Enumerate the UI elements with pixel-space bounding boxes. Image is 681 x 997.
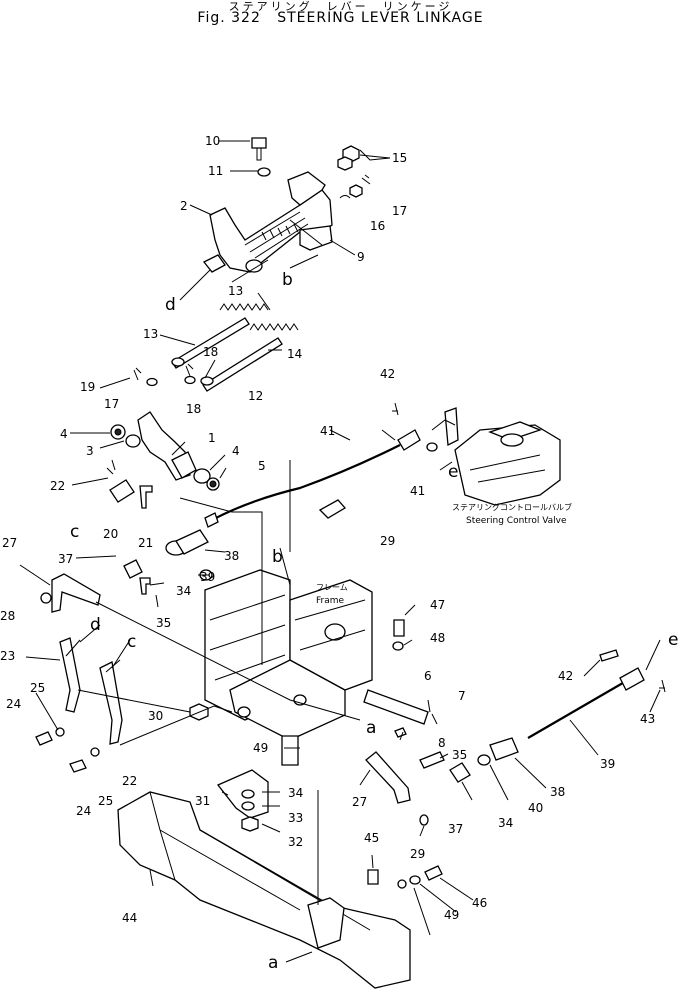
part-label-40: 41 xyxy=(320,424,335,438)
ref-letter-d-lower: d xyxy=(90,615,101,635)
part-label-26b: 27 xyxy=(352,795,367,809)
bolt-28 xyxy=(318,499,347,519)
part-label-18a: 18 xyxy=(203,345,218,359)
part-label-34b: 34 xyxy=(498,816,513,830)
figure-title-japanese: ステアリング レバー リンケージ xyxy=(228,0,453,13)
part-label-47b: 49 xyxy=(444,908,459,922)
lever-bracket-assembly xyxy=(202,137,371,273)
part-label-1: 1 xyxy=(208,431,216,445)
ref-letter-b-mid: b xyxy=(272,547,283,567)
part-label-45: 46 xyxy=(472,896,487,910)
part-label-44: 45 xyxy=(364,831,379,845)
part-label-12: 13 xyxy=(143,327,158,341)
part-label-32: 33 xyxy=(288,811,303,825)
part-label-14: 15 xyxy=(392,151,407,165)
part-label-46: 47 xyxy=(430,598,445,612)
part-label-34a: 34 xyxy=(176,584,191,598)
part-label-28: 29 xyxy=(380,534,395,548)
frame-bracket xyxy=(204,569,373,741)
reference-letters: d b c b e d c a e a xyxy=(70,270,678,973)
part-label-41b: 42 xyxy=(558,669,573,683)
part-label-38a: 39 xyxy=(200,570,215,584)
part-label-29: 30 xyxy=(148,709,163,723)
part-label-6: 7 xyxy=(458,689,466,703)
ref-letter-c-top: c xyxy=(70,522,79,542)
part-label-27a: 28 xyxy=(0,609,15,623)
part-label-22: 22 xyxy=(122,774,137,788)
part-label-47a: 48 xyxy=(430,631,445,645)
part-label-17b: 18 xyxy=(186,402,201,416)
part-label-25b: 25 xyxy=(98,794,113,808)
part-label-10: 11 xyxy=(208,164,223,178)
part-label-19: 20 xyxy=(103,527,118,541)
lever-and-bushings xyxy=(106,411,220,509)
figure-title-english: Fig. 322 STEERING LEVER LINKAGE xyxy=(197,10,484,26)
right-levers xyxy=(365,727,519,826)
part-label-3a: 3 xyxy=(86,444,94,458)
control-cable xyxy=(204,402,438,528)
part-label-16: 17 xyxy=(392,204,407,218)
frame-label-jp: フレーム xyxy=(316,583,348,592)
part-label-24a: 24 xyxy=(6,697,21,711)
part-label-27b: 29 xyxy=(410,847,425,861)
ref-letter-d-top: d xyxy=(165,295,176,315)
ref-letter-e-valve: e xyxy=(448,462,458,482)
part-label-23: 23 xyxy=(0,649,15,663)
part-label-31: 32 xyxy=(288,835,303,849)
part-label-42b: 43 xyxy=(640,712,655,726)
rod-39 xyxy=(527,649,666,739)
part-label-7: 8 xyxy=(438,736,446,750)
part-label-20: 21 xyxy=(138,536,153,550)
ref-letter-c-lower: c xyxy=(127,632,136,652)
part-label-5: 6 xyxy=(424,669,432,683)
part-label-49: 49 xyxy=(253,741,268,755)
part-label-25a: 25 xyxy=(30,681,45,695)
part-label-13a: 13 xyxy=(228,284,243,298)
left-levers xyxy=(51,529,213,745)
part-label-3b: 4 xyxy=(232,444,240,458)
part-label-38b: 40 xyxy=(528,801,543,815)
leader-lines xyxy=(19,140,661,936)
part-label-18b: 19 xyxy=(80,380,95,394)
valve-label-jp: ステアリングコントロールバルブ xyxy=(452,502,572,512)
part-label-9: 10 xyxy=(205,134,220,148)
part-number-labels: 10 11 15 17 16 2 9 13 13 14 18 19 17 18 … xyxy=(0,134,655,925)
ref-letter-a-bottom: a xyxy=(268,953,278,973)
part-label-42a: 42 xyxy=(380,367,395,381)
part-label-36a: 37 xyxy=(58,552,73,566)
part-label-8: 9 xyxy=(357,250,365,264)
part-label-13b: 14 xyxy=(287,347,302,361)
part-label-35b: 35 xyxy=(452,748,467,762)
valve-label-en: Steering Control Valve xyxy=(466,516,567,526)
part-label-26a: 27 xyxy=(2,536,17,550)
part-label-21: 22 xyxy=(50,479,65,493)
frame-label-en: Frame xyxy=(316,596,345,606)
part-label-33: 34 xyxy=(288,786,303,800)
ref-letter-e-right: e xyxy=(668,630,678,650)
part-label-24b: 24 xyxy=(76,804,91,818)
part-label-37a: 38 xyxy=(224,549,239,563)
steering-control-valve xyxy=(431,407,561,506)
bottom-cover xyxy=(117,619,443,989)
part-label-30: 31 xyxy=(195,794,210,808)
part-label-43: 44 xyxy=(122,911,137,925)
rods xyxy=(133,317,283,392)
part-label-39: 39 xyxy=(600,757,615,771)
small-hardware xyxy=(35,592,299,832)
part-label-15: 16 xyxy=(370,219,385,233)
part-label-36b: 37 xyxy=(448,822,463,836)
part-label-37b: 38 xyxy=(550,785,565,799)
part-label-35a: 35 xyxy=(156,616,171,630)
part-label-41a: 41 xyxy=(410,484,425,498)
part-label-11: 12 xyxy=(248,389,263,403)
part-label-4b: 5 xyxy=(258,459,266,473)
springs xyxy=(219,303,299,331)
cross-shaft xyxy=(363,689,429,725)
ref-letter-a-mid: a xyxy=(366,718,376,738)
part-label-4a: 4 xyxy=(60,427,68,441)
ref-letter-b-top: b xyxy=(282,270,293,290)
part-label-17a: 17 xyxy=(104,397,119,411)
part-label-2: 2 xyxy=(180,199,188,213)
